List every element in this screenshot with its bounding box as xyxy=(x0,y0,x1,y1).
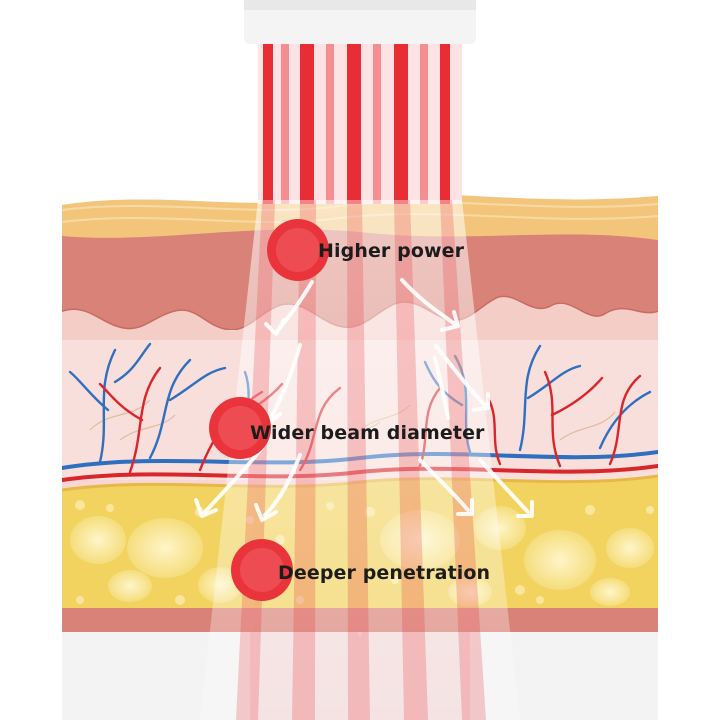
laser-beam xyxy=(200,44,520,720)
callout-label-wider-beam: Wider beam diameter xyxy=(250,422,485,444)
callout-label-higher-power: Higher power xyxy=(318,240,465,262)
laser-device-head xyxy=(244,0,476,44)
callout-marker-deeper-penetration xyxy=(231,539,293,601)
callout-marker-higher-power xyxy=(267,219,329,281)
callout-label-deeper-penetration: Deeper penetration xyxy=(278,562,491,584)
callout-marker-wider-beam xyxy=(209,397,271,459)
